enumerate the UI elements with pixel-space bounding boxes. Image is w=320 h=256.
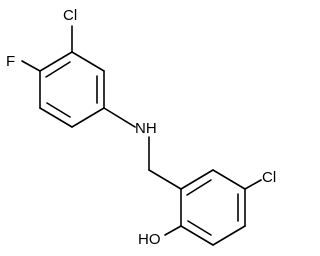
bond-r2-double-3 xyxy=(187,220,212,236)
atom-label-cl-right: Cl xyxy=(262,169,276,186)
bond-c-cl-right xyxy=(244,179,262,190)
bond-r2-d xyxy=(212,225,246,246)
molecule-structure-diagram: Cl F NH Cl HO xyxy=(6,7,276,248)
bond-r1-e xyxy=(39,107,73,128)
bond-r1-a xyxy=(39,51,73,72)
atom-label-f: F xyxy=(6,53,15,70)
ring-phenol xyxy=(180,169,246,246)
bond-r1-b xyxy=(71,51,105,72)
bond-r1-double-1 xyxy=(45,61,71,78)
atom-label-nh: NH xyxy=(135,120,157,137)
bond-r1-double-3 xyxy=(46,102,71,118)
bond-r2-double-1 xyxy=(186,179,212,196)
bond-r1-d xyxy=(71,107,105,128)
atom-label-oh: HO xyxy=(138,231,161,248)
bond-ch2-ring2 xyxy=(148,169,182,190)
bond-r2-e xyxy=(180,225,214,246)
ring-fluorophenyl xyxy=(39,51,105,128)
atom-label-cl-top: Cl xyxy=(63,7,77,24)
bond-r2-a xyxy=(180,169,214,190)
bond-c-f xyxy=(21,60,41,72)
bond-c-n xyxy=(103,107,136,128)
bond-c-oh xyxy=(164,225,182,236)
bond-r2-b xyxy=(212,169,246,190)
